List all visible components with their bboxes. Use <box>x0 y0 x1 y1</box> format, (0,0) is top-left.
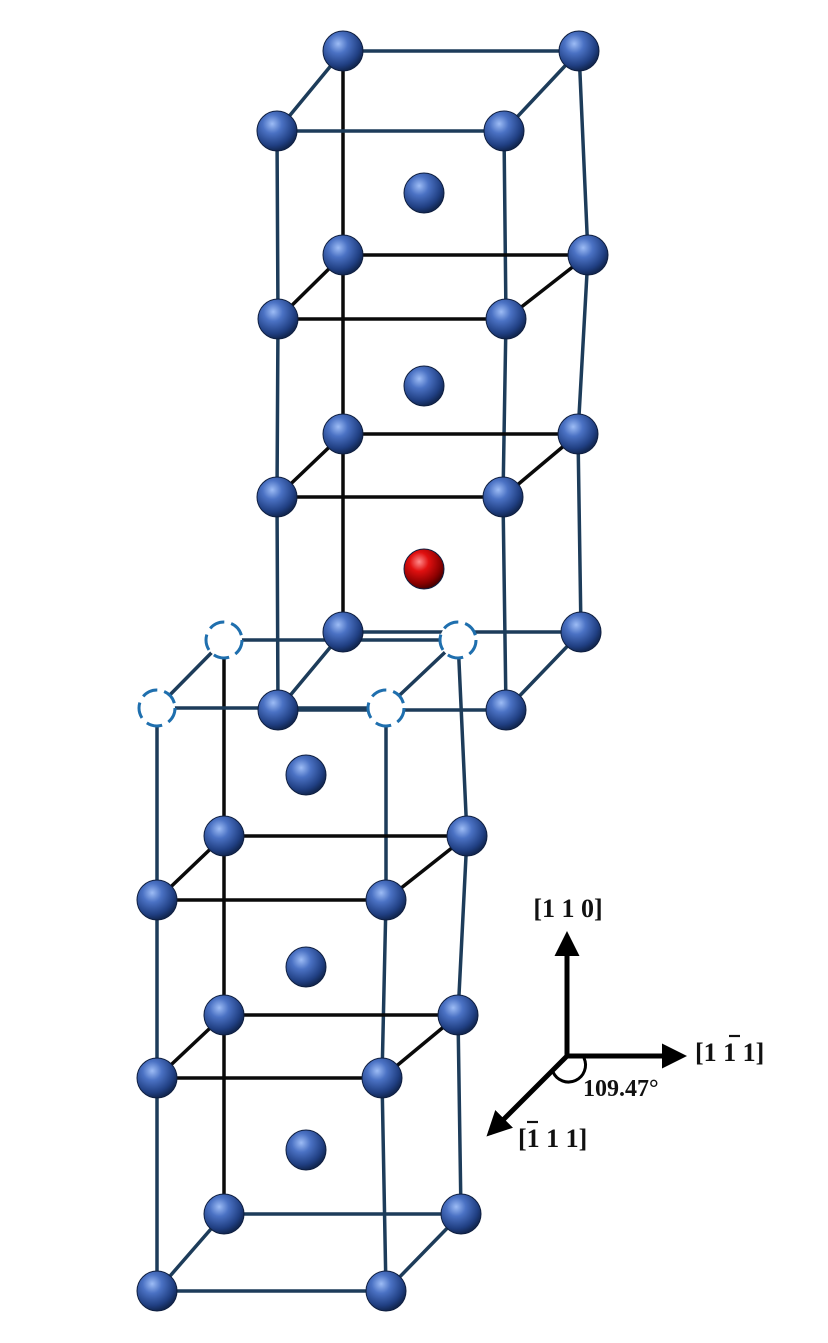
solute-atom <box>403 548 445 590</box>
body-center-atom <box>285 754 327 796</box>
lower-corner-atom <box>203 994 245 1036</box>
lower-corner-atom <box>203 1193 245 1235</box>
lower-vertical-edge <box>456 638 469 838</box>
axis-label-110-k: 1 <box>562 894 575 923</box>
axis-label-110: [1 1 0] <box>533 894 602 923</box>
axis-label-1-bar1-1-h: 1 <box>704 1038 717 1067</box>
axis-triad: [1 1 0] [1 1 1] [1 1 1] 109.47° <box>486 894 764 1153</box>
body-center-atom <box>403 172 445 214</box>
vacancy-site <box>366 688 406 728</box>
upper-vertical-edge <box>576 253 590 436</box>
axis-label-bar1-1-1-l: 1 <box>566 1124 579 1153</box>
upper-vertical-edge <box>501 495 508 712</box>
body-center-atom <box>285 1129 327 1171</box>
body-center-atom <box>403 365 445 407</box>
upper-corner-atom <box>256 476 298 518</box>
upper-corner-atom <box>558 30 600 72</box>
vacancy-site <box>137 688 177 728</box>
upper-vertical-edge <box>577 49 590 257</box>
upper-vertical-edge <box>275 129 280 321</box>
lower-vertical-edge <box>456 834 469 1017</box>
axis-arrow-bar1-1-1 <box>486 1054 569 1137</box>
axis-label-1-bar1-1-l: 1 <box>743 1038 756 1067</box>
upper-vertical-edge <box>576 432 583 634</box>
lower-corner-atom <box>136 1057 178 1099</box>
upper-vertical-edge <box>275 495 280 712</box>
vacancy-sites <box>137 620 478 728</box>
upper-corner-atom <box>322 234 364 276</box>
upper-corner-atom <box>483 110 525 152</box>
lattice-atoms <box>136 30 609 1312</box>
axis-label-bar1-1-1-h: 1 <box>527 1124 540 1153</box>
lower-vertical-edge <box>456 1013 463 1216</box>
axis-label-bar1-1-1: [1 1 1] <box>518 1124 587 1153</box>
upper-corner-atom <box>322 611 364 653</box>
upper-corner-atom <box>482 476 524 518</box>
upper-corner-atom <box>567 234 609 276</box>
axis-label-1-bar1-1-k: 1 <box>723 1038 736 1067</box>
upper-vertical-edge <box>275 317 280 499</box>
upper-corner-atom <box>557 413 599 455</box>
body-center-atom <box>285 946 327 988</box>
lower-corner-atom <box>437 994 479 1036</box>
upper-corner-atom <box>485 298 527 340</box>
axis-label-110-h: 1 <box>542 894 555 923</box>
upper-corner-atom <box>560 611 602 653</box>
upper-corner-atom <box>322 30 364 72</box>
upper-corner-atom <box>485 689 527 731</box>
lower-vertical-edge <box>380 898 388 1080</box>
lower-corner-atom <box>136 879 178 921</box>
lattice-edges <box>155 49 590 1293</box>
axis-label-110-l: 0 <box>581 894 594 923</box>
upper-corner-atom <box>257 689 299 731</box>
angle-label: 109.47° <box>583 1076 659 1102</box>
lower-corner-atom <box>440 1193 482 1235</box>
axis-label-1-bar1-1: [1 1 1] <box>695 1038 764 1067</box>
lower-corner-atom <box>203 815 245 857</box>
axis-label-bar1-1-1-k: 1 <box>546 1124 559 1153</box>
lower-corner-atom <box>136 1270 178 1312</box>
vacancy-site <box>438 620 478 660</box>
upper-corner-atom <box>322 413 364 455</box>
lower-corner-atom <box>365 1270 407 1312</box>
lower-corner-atom <box>361 1057 403 1099</box>
angle-arc <box>551 1057 587 1084</box>
upper-corner-atom <box>256 110 298 152</box>
lower-corner-atom <box>365 879 407 921</box>
lower-corner-atom <box>446 815 488 857</box>
upper-vertical-edge <box>501 317 508 499</box>
upper-corner-atom <box>257 298 299 340</box>
upper-vertical-edge <box>502 129 508 321</box>
vacancy-site <box>204 620 244 660</box>
lower-vertical-edge <box>380 1076 388 1293</box>
